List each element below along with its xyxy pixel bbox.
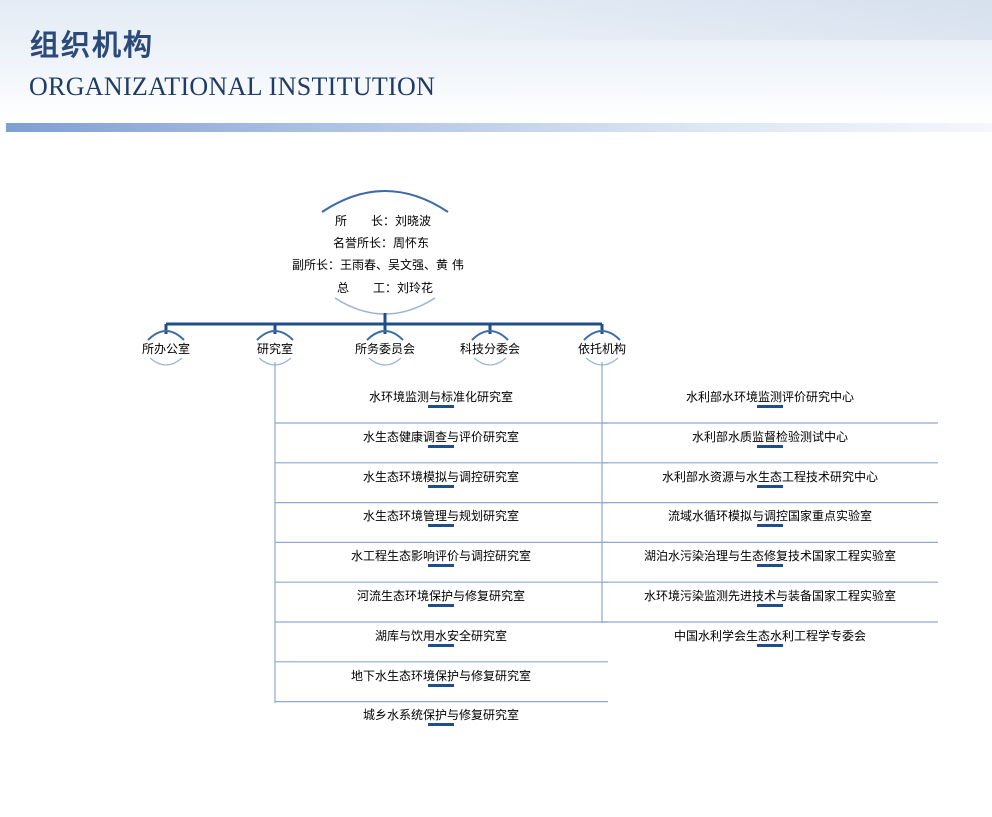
affiliated-institution-marker — [757, 484, 783, 488]
research-lab-marker — [428, 524, 454, 528]
branch-arc-bottom-3 — [473, 357, 507, 366]
affiliated-institution-item: 水利部水环境监测评价研究中心 — [685, 390, 855, 404]
page-subtitle: ORGANIZATIONAL INSTITUTION — [29, 72, 436, 101]
research-lab-item: 水环境监测与标准化研究室 — [368, 390, 514, 404]
research-lab-item: 地下水生态环境保护与修复研究室 — [350, 668, 532, 683]
affiliated-institution-marker — [757, 604, 783, 607]
leader-line-0: 所 长：刘晓波 — [335, 214, 432, 228]
affiliated-institution-item: 水利部水质监督检验测试中心 — [691, 429, 849, 444]
leader-line-3: 总 工：刘玲花 — [337, 281, 434, 295]
affiliated-connectors — [602, 422, 938, 623]
research-lab-item: 河流生态环境保护与修复研究室 — [356, 589, 526, 603]
affiliated-institution-marker — [757, 524, 783, 528]
affiliated-institution-item: 中国水利学会生态水利工程学专委会 — [673, 628, 867, 643]
header-divider — [6, 123, 992, 132]
affiliated-institution-marker — [757, 444, 783, 448]
branch-science-subcommittee: 科技分委会 — [459, 342, 521, 356]
affiliated-institution-item: 湖泊水污染治理与生态修复技术国家工程实验室 — [643, 549, 897, 564]
branch-arc-bottom-0 — [149, 357, 183, 366]
research-lab-item: 城乡水系统保护与修复研究室 — [362, 708, 520, 723]
research-lab-marker — [428, 604, 454, 607]
leader-line-2: 副所长：王雨春、吴文强、黄 伟 — [292, 258, 464, 272]
affiliated-institution-item: 水环境污染监测先进技术与装备国家工程实验室 — [643, 589, 897, 603]
research-lab-marker — [428, 405, 454, 408]
header-background — [0, 0, 992, 124]
branch-arc-top-2 — [366, 330, 404, 341]
research-lab-item: 湖库与饮用水安全研究室 — [374, 628, 508, 643]
research-lab-item: 水生态环境管理与规划研究室 — [362, 509, 520, 524]
branch-institute-committee: 所务委员会 — [354, 342, 416, 356]
research-lab-marker — [428, 484, 454, 488]
research-lab-item: 水生态环境模拟与调控研究室 — [362, 469, 520, 484]
leader-top-arc — [321, 190, 449, 213]
affiliated-institution-item: 水利部水资源与水生态工程技术研究中心 — [661, 469, 879, 484]
branch-arc-bottom-2 — [368, 357, 402, 366]
affiliated-institution-marker — [757, 643, 783, 647]
branch-arc-top-0 — [147, 330, 185, 341]
research-lab-marker — [428, 444, 454, 448]
affiliated-institution-marker — [757, 564, 783, 568]
research-lab-marker — [428, 643, 454, 647]
affiliated-institution-marker — [757, 405, 783, 408]
research-lab-item: 水生态健康调查与评价研究室 — [362, 429, 520, 444]
affiliated-institution-item: 流域水循环模拟与调控国家重点实验室 — [667, 509, 873, 524]
branch-research-labs: 研究室 — [256, 342, 294, 356]
leader-bottom-arc — [334, 297, 436, 315]
labs-connectors — [275, 422, 608, 703]
branch-arc-top-3 — [471, 330, 509, 341]
research-lab-marker — [428, 723, 454, 727]
branch-arc-top-4 — [583, 330, 621, 341]
branch-general-office: 所办公室 — [141, 342, 191, 356]
page-title: 组织机构 — [30, 28, 155, 62]
research-lab-item: 水工程生态影响评价与调控研究室 — [350, 549, 532, 564]
research-lab-marker — [428, 683, 454, 687]
branch-arc-top-1 — [256, 330, 294, 341]
research-lab-marker — [428, 564, 454, 568]
leader-line-1: 名誉所长：周怀东 — [333, 236, 430, 250]
branch-affiliated-institutions: 依托机构 — [577, 342, 627, 356]
